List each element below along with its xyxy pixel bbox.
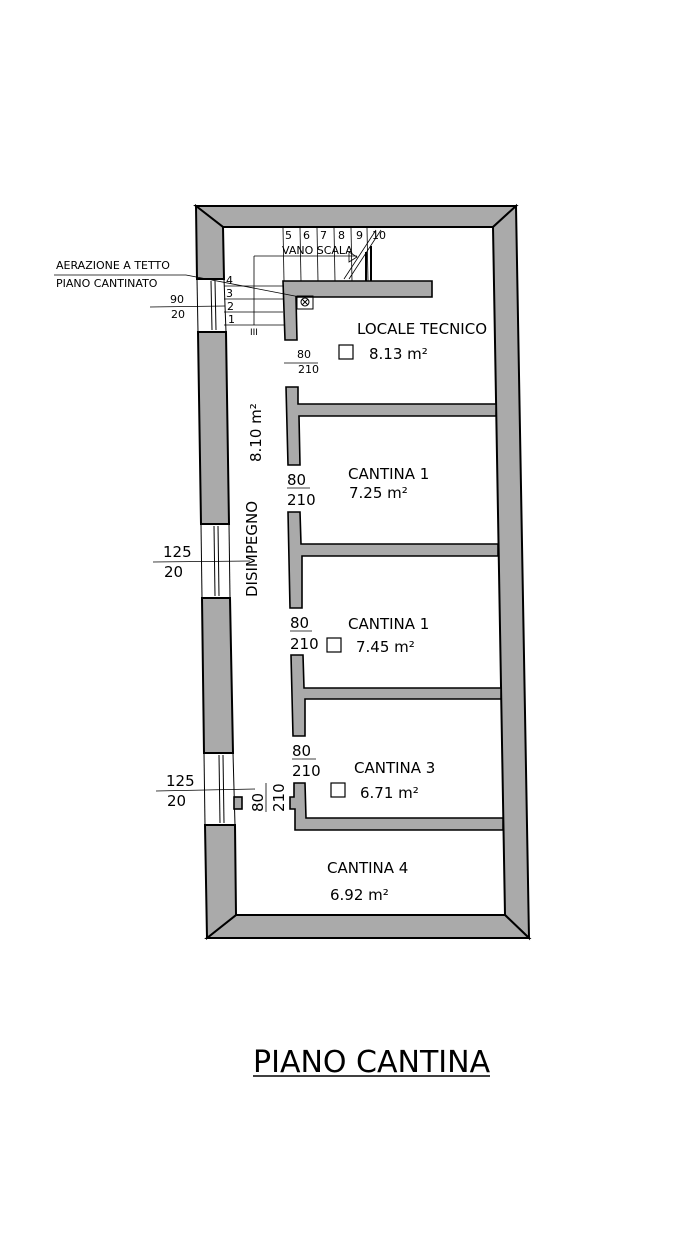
door-2-width: 80 — [287, 471, 306, 489]
window-dimensions: 90 20 125 20 125 20 — [163, 293, 195, 810]
wall-left-4 — [203, 824, 238, 941]
window-2-width: 125 — [163, 543, 192, 561]
window-1-height: 20 — [171, 308, 185, 321]
room-cantina-1b-area: 7.45 m² — [356, 638, 415, 656]
door-1-width: 80 — [297, 348, 311, 361]
room-cantina-1b-name: CANTINA 1 — [348, 615, 429, 633]
aeration-line-2: PIANO CANTINATO — [56, 277, 158, 290]
step-9: 9 — [356, 229, 363, 242]
room-cantina-4-name: CANTINA 4 — [327, 859, 408, 877]
leader-lines — [54, 274, 318, 812]
step-6: 6 — [303, 229, 310, 242]
room-cantina-4-area: 6.92 m² — [330, 886, 389, 904]
wall-stair-landing — [282, 280, 433, 341]
door-3-height: 210 — [290, 635, 319, 653]
room-cantina-3-area: 6.71 m² — [360, 784, 419, 802]
room-markers — [326, 344, 354, 798]
window-3-height: 20 — [167, 792, 186, 810]
marker-locale-tecnico — [338, 344, 354, 360]
room-disimpegno-name: DISIMPEGNO — [243, 501, 261, 597]
vano-scala-label: VANO SCALA — [282, 244, 353, 257]
room-locale-tecnico-area: 8.13 m² — [369, 345, 428, 363]
aeration-note: AERAZIONE A TETTO PIANO CANTINATO — [56, 259, 170, 290]
wall-partition-1 — [285, 386, 497, 466]
door-2-height: 210 — [287, 491, 316, 509]
step-10: 10 — [372, 229, 386, 242]
stair-mark: III — [250, 328, 258, 338]
page-title: PIANO CANTINA — [253, 1045, 491, 1080]
marker-cantina-1b — [326, 637, 342, 653]
wall-left-2 — [196, 331, 231, 525]
room-disimpegno-area: 8.10 m² — [247, 403, 265, 462]
door-5-width: 80 — [249, 793, 267, 812]
wall-bottom — [204, 914, 532, 939]
stair-labels: 5 6 7 8 9 10 VANO SCALA 4 3 2 1 III — [226, 229, 386, 338]
stair-arrow — [348, 251, 358, 263]
room-cantina-1a-name: CANTINA 1 — [348, 465, 429, 483]
step-4: 4 — [226, 274, 233, 287]
step-3: 3 — [226, 287, 233, 300]
window-1-width: 90 — [170, 293, 184, 306]
window-2-height: 20 — [164, 563, 183, 581]
room-labels: LOCALE TECNICO 8.13 m² CANTINA 1 7.25 m²… — [243, 320, 487, 904]
step-7: 7 — [320, 229, 327, 242]
interior-walls — [233, 280, 504, 831]
door-3-width: 80 — [290, 614, 309, 632]
aeration-line-1: AERAZIONE A TETTO — [56, 259, 170, 272]
room-cantina-3-name: CANTINA 3 — [354, 759, 435, 777]
door-1-height: 210 — [298, 363, 319, 376]
door-4-height: 210 — [292, 762, 321, 780]
stair — [224, 227, 382, 326]
window-3-width: 125 — [166, 772, 195, 790]
step-1: 1 — [228, 313, 235, 326]
wall-left-3 — [200, 597, 235, 754]
wall-partition-3 — [290, 654, 502, 737]
door-5-height: 210 — [270, 783, 288, 812]
wall-partition-2 — [287, 511, 499, 609]
door-4-width: 80 — [292, 742, 311, 760]
wall-partition-4 — [289, 782, 504, 831]
room-cantina-1a-area: 7.25 m² — [349, 484, 408, 502]
step-5: 5 — [285, 229, 292, 242]
room-locale-tecnico-name: LOCALE TECNICO — [357, 320, 487, 338]
door-dimensions: 80 210 80 210 80 210 80 210 80 210 — [249, 348, 321, 812]
step-8: 8 — [338, 229, 345, 242]
wall-top — [193, 205, 519, 228]
marker-cantina-3 — [330, 782, 346, 798]
step-2: 2 — [227, 300, 234, 313]
pillar — [233, 796, 243, 810]
outer-walls — [193, 203, 532, 941]
aeration-vent — [296, 295, 314, 310]
